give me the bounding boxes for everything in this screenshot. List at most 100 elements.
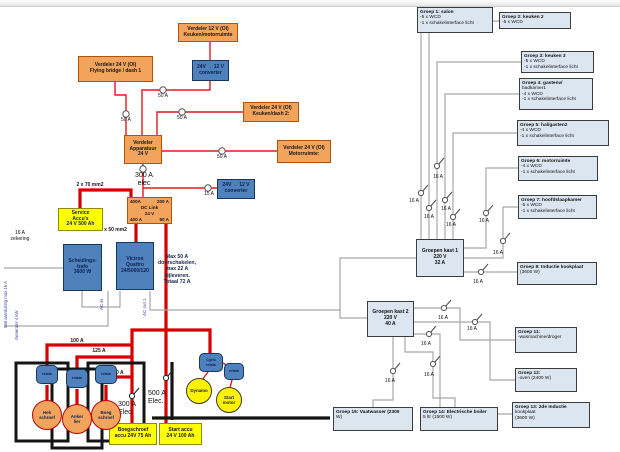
groep-4-box-line-2: -4 x WCD: [522, 91, 543, 97]
groep-8-box-line-0: Groep 8: Inductie kookplaat: [520, 264, 584, 270]
groep-1-box-line-2: -1 x schakelinterface licht: [420, 20, 474, 26]
relais-startmotor-line-0: relais: [229, 369, 239, 374]
switch-500a-symbol: [162, 374, 170, 382]
breaker-16a-g5-lever: [454, 208, 461, 216]
breaker-16a-g3-label: 16 A: [432, 174, 443, 180]
wire-gray-31: [436, 61, 521, 239]
breaker-16a-g14-symbol: [429, 360, 437, 368]
groep-3-box-line-0: Groep 3: keuken 3: [524, 53, 566, 59]
verdeler-24v-keuken-box: Verdeler 24 V (OI)Keuken/dash 2:: [243, 102, 299, 122]
verdeler-12v-box: Verdeler 12 V (OI)Keuken/motorruimte: [178, 23, 238, 42]
verdeler-24v-flyingbridge-box-line-1: Flying bridge / dash 1: [89, 68, 142, 74]
verdeler-24v-keuken-box-line-0: Verdeler 24 V (OI): [250, 105, 292, 112]
cyrix-relais-line-0: Cyrix: [206, 358, 216, 363]
startmotor-line-1: motor: [222, 400, 236, 405]
start-accu-box-line-0: Start accu: [168, 427, 193, 434]
dynamo: Dynamo: [186, 378, 212, 404]
groep-13-box-line-1: kookplaat: [515, 410, 536, 416]
boegschroef-accu-box-line-0: Boegschroef: [117, 427, 149, 434]
dynamo-line-0: Dynamo: [190, 388, 208, 394]
groep-3-box-line-1: -5 x WCD: [524, 59, 545, 65]
relais-ankerlier-line-0: relais: [72, 376, 82, 381]
breaker-16a-g7-symbol: [499, 237, 507, 245]
label-300a-elec: 300 A elec: [135, 172, 153, 188]
wire-gray-37: [414, 307, 515, 341]
note-victron-max: Max 50 A doorschakelen, max 22 A bijleve…: [157, 254, 197, 285]
wire-gray-33: [452, 132, 517, 239]
groep-5-box-line-1: -4 x WCD: [520, 128, 541, 134]
groep-5-box: Groep 5: hal/gasten2-4 x WCD-1 x schakel…: [517, 120, 609, 146]
label-16a-zekering: 16 A zekering: [10, 230, 30, 242]
boegschroef-motor-line-0: Boeg: [100, 409, 112, 415]
groep-8-box-line-1: (3600 W): [520, 270, 540, 276]
groep-13-box-line-2: (3600 W): [515, 415, 535, 421]
hekschroef-motor-line-0: Hek: [42, 409, 52, 415]
groep-3-box: Groep 3: keuken 3-5 x WCD-1 x schakelint…: [521, 51, 594, 73]
wire-gray-32: [444, 93, 519, 239]
converter-24-12-top-line-0: 24V → 12 V: [197, 63, 224, 70]
breaker-16a-g7-lever: [504, 232, 511, 240]
start-accu-box-line-1: 24 V 100 Ah: [166, 433, 195, 439]
wire-red-21: [229, 379, 233, 389]
window-top-edge: [0, 0, 620, 7]
groep-15-box-line-1: W): [336, 415, 343, 421]
dc-link-c2: 24 V: [144, 210, 155, 216]
breaker-16a-g2-lever: [430, 199, 437, 207]
verdeler-apparatuur-box-line-1: Apparatuur: [129, 145, 157, 152]
verdeler-apparatuur-box-line-0: Verdeler: [133, 139, 153, 146]
fuse-50a-2-label: 50 A: [120, 117, 131, 123]
verdeler-24v-flyingbridge-box-line-0: Verdeler 24 V (OI): [94, 62, 137, 69]
victron-quattro-box-line-1: Quattro: [125, 262, 145, 269]
startmotor-line-0: Start: [223, 394, 234, 400]
label-125a: 125 A: [92, 348, 106, 354]
groep-6-box-line-1: -4 x WCD: [521, 164, 542, 170]
groep-8-box: Groep 8: Inductie kookplaat(3600 W): [517, 262, 597, 285]
fuse-15a-label: 15 A: [203, 191, 214, 197]
dc-link-c1: DC Link: [140, 204, 159, 210]
fuse-50a-3-symbol: [178, 108, 186, 116]
wire-red-3: [156, 111, 243, 135]
breaker-16a-g2-symbol: [425, 204, 433, 212]
relais-hekschroef: relais: [36, 365, 58, 384]
label-500a-elec: 500 A Elec.: [148, 390, 166, 406]
relais-boegschroef-line-0: relais: [101, 372, 111, 377]
wire-gray-25: [4, 291, 109, 327]
groep-4-box-line-3: -1 x schakelinterface licht: [522, 97, 576, 103]
wire-gray-28: [339, 310, 367, 319]
label-ac-in: AC in: [99, 298, 104, 310]
converter-24-12-mid-line-1: converter: [224, 188, 248, 194]
groep-14-box-line-1: 5 ltr (1500 W): [423, 415, 453, 421]
groep-12-box-line-0: Groep 12:: [518, 370, 541, 376]
wire-gray-41: [404, 337, 456, 407]
groep-2-box-line-0: Groep 2: keuken 2: [502, 14, 544, 20]
converter-24-12-top-line-1: converter: [199, 69, 222, 76]
dc-link-tr: 200 A: [156, 199, 169, 204]
battery-loop-1: [14, 361, 70, 443]
groepen-kast-1-box-line-2: 32 A: [434, 259, 446, 266]
breaker-16a-g12-label: 16 A: [466, 326, 477, 332]
breaker-16a-g8-label: 16 A: [472, 279, 483, 285]
verdeler-24v-keuken-box-line-1: Keuken/dash 2:: [252, 111, 290, 117]
groep-4-box: Groep 4: gastenv/badkamer1-4 x WCD-1 x s…: [519, 78, 593, 110]
groep-1-box-line-0: Groep 1: salon: [420, 9, 454, 15]
breaker-16a-g6-symbol: [482, 209, 490, 217]
scheidingstrafo-box-line-2: 3600 W: [73, 269, 92, 276]
wire-gray-40: [372, 337, 394, 407]
wire-redThick-7: [78, 188, 133, 208]
dc-link-br: 50 A: [159, 216, 169, 222]
groep-1-box-line-1: -5 x WCD: [420, 15, 441, 21]
breaker-16a-g3-symbol: [433, 162, 441, 170]
relais-startmotor: relais: [224, 363, 244, 380]
breaker-16a-g15-lever: [394, 362, 401, 370]
breaker-16a-g1-symbol: [417, 189, 425, 197]
